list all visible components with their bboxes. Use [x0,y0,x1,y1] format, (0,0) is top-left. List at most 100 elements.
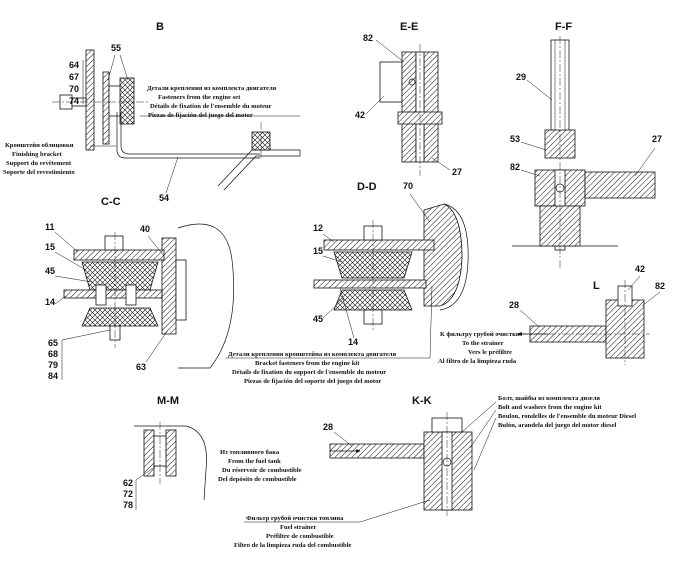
rubber-cushion-lower [81,307,159,327]
section-title-f-f: F-F [555,21,572,33]
callout-74: 74 [69,96,79,106]
rubber-cushion-15 [81,261,159,291]
svg-text:Filtro de la limpieza ruda del: Filtro de la limpieza ruda del combustib… [234,542,352,549]
svg-text:Bracket fasteners from the eng: Bracket fasteners from the engine kit [255,360,360,367]
callout-45: 45 [45,266,55,276]
section-title-e-e: E-E [400,21,418,33]
caption-to-strainer: К фильтру грубой очистки To the strainer… [438,331,520,365]
section-title-d-d: D-D [357,181,377,193]
view-l: L 42 82 28 К фильтру грубой очистки To t… [438,264,665,365]
callout-64: 64 [69,60,79,70]
svg-text:Al filtro de la limpieza ruda: Al filtro de la limpieza ruda [438,358,517,365]
hose-27 [584,171,656,199]
section-title-c-c: C-C [101,196,121,208]
callout-79: 79 [48,360,58,370]
callout-15-dd: 15 [313,246,323,256]
view-e-e: E-E 82 42 27 [355,21,462,177]
bracket-14-dd [313,279,427,289]
svg-text:Fuel strainer: Fuel strainer [280,524,317,531]
callout-27: 27 [452,167,462,177]
caption-finishing-bracket: Кронштейн облицовки Finishing bracket Su… [3,142,75,176]
callout-62: 62 [123,478,133,488]
section-title-k-k: K-K [412,395,432,407]
svg-text:Кронштейн облицовки: Кронштейн облицовки [5,142,74,149]
svg-text:Fasteners from the engine set: Fasteners from the engine set [158,94,241,101]
svg-text:Bolt and washers from the engi: Bolt and washers from the engine kit [498,404,602,411]
view-m-m: M-M 62 72 78 [123,395,207,510]
svg-text:Support du revêtement: Support du revêtement [6,160,72,167]
caption-fuel-strainer: Фильтр грубой очистки топлива Fuel strai… [234,499,431,549]
caption-bracket-fasteners: Детали крепления кронштейна из комплекта… [226,285,433,385]
mount-bolt [104,235,124,251]
callout-14: 14 [45,297,55,307]
callout-55: 55 [111,43,121,53]
svg-text:Del depósito de combustible: Del depósito de combustible [218,476,297,483]
svg-text:To the strainer: To the strainer [462,340,504,347]
callout-29: 29 [516,72,526,82]
callout-40: 40 [140,224,150,234]
svg-text:Фильтр грубой очистки топлива: Фильтр грубой очистки топлива [246,515,344,522]
callout-42-l: 42 [635,264,645,274]
callout-54: 54 [159,193,169,203]
engine-bracket [217,149,301,191]
view-f-f: F-F 29 53 82 27 [510,21,662,270]
callout-63: 63 [136,362,146,372]
callout-82-l: 82 [655,281,665,291]
svg-text:Boulon, rondelles de l'ensembl: Boulon, rondelles de l'ensemble du moteu… [498,413,636,420]
section-title-m-m: M-M [157,395,179,407]
svg-text:Bulón, arandela del juego del: Bulón, arandela del juego del motor dies… [498,422,617,429]
section-title-l: L [593,280,600,292]
callout-70-dd: 70 [403,181,413,191]
engine-housing-outline [177,223,235,369]
caption-bolt-washers: Болт, шайбы из комплекта дизеля Bolt and… [461,395,636,471]
view-b: B 55 64 67 70 74 54 Детали крепления из … [3,21,301,203]
callout-84: 84 [48,371,58,381]
callout-14-dd: 14 [348,337,358,347]
banjo-head [379,61,403,103]
svg-text:Из топливного бака: Из топливного бака [220,449,280,456]
callout-28-l: 28 [509,300,519,310]
top-plate-11 [73,249,165,261]
svg-text:Vers le préfiltre: Vers le préfiltre [468,349,512,356]
caption-fuel-tank: Из топливного бака From the fuel tank Du… [218,449,302,483]
callout-67: 67 [69,72,79,82]
svg-text:Soporte del revestimiento: Soporte del revestimiento [3,169,75,176]
svg-text:Du réservoir de combustible: Du réservoir de combustible [222,467,302,474]
finishing-bracket [116,112,260,159]
svg-text:Piezas de fijación del soporte: Piezas de fijación del soporte del juego… [244,378,381,385]
housing-wall [423,203,463,307]
top-plate-12 [323,239,435,251]
callout-15: 15 [45,242,55,252]
fitting-body-right [423,51,439,163]
panel-plate [85,49,95,151]
callout-82: 82 [363,33,373,43]
bracket-14 [63,289,163,299]
view-d-d: D-D 70 12 15 45 14 [313,181,469,347]
fitting-body-left [401,51,417,163]
callout-45-dd: 45 [313,314,323,324]
caption-engine-set: Детали крепления из комплекта двигателя … [147,85,277,119]
callout-11: 11 [45,222,55,232]
callout-68: 68 [48,349,58,359]
callout-28-kk: 28 [323,422,333,432]
svg-text:From the fuel tank: From the fuel tank [228,458,281,465]
view-c-c: C-C 11 15 45 14 40 65 68 79 84 63 [45,196,235,381]
svg-text:Болт, шайбы из комплекта дизел: Болт, шайбы из комплекта дизеля [498,395,600,402]
callout-53: 53 [510,134,520,144]
svg-text:Детали крепления из комплекта: Детали крепления из комплекта двигателя [147,85,277,92]
callout-12: 12 [313,223,323,233]
callout-82-ff: 82 [510,162,520,172]
section-title-b: B [156,21,164,33]
svg-text:Детали крепления кронштейна из: Детали крепления кронштейна из комплекта… [228,351,396,358]
fastener-stack [119,77,135,125]
engine-housing-outline-dd [439,203,469,311]
bracket-plate [102,71,110,145]
svg-text:К фильтру грубой очистки: К фильтру грубой очистки [440,331,520,338]
tank-outline [134,425,207,501]
svg-text:Détails de fixation de l'ensem: Détails de fixation de l'ensemble du mot… [150,103,272,110]
svg-text:Préfiltre de combustible: Préfiltre de combustible [266,533,334,540]
view-k-k: K-K 28 Из топливного бака From the fuel … [218,395,636,549]
callout-78: 78 [123,500,133,510]
svg-text:Finishing bracket: Finishing bracket [12,151,62,158]
